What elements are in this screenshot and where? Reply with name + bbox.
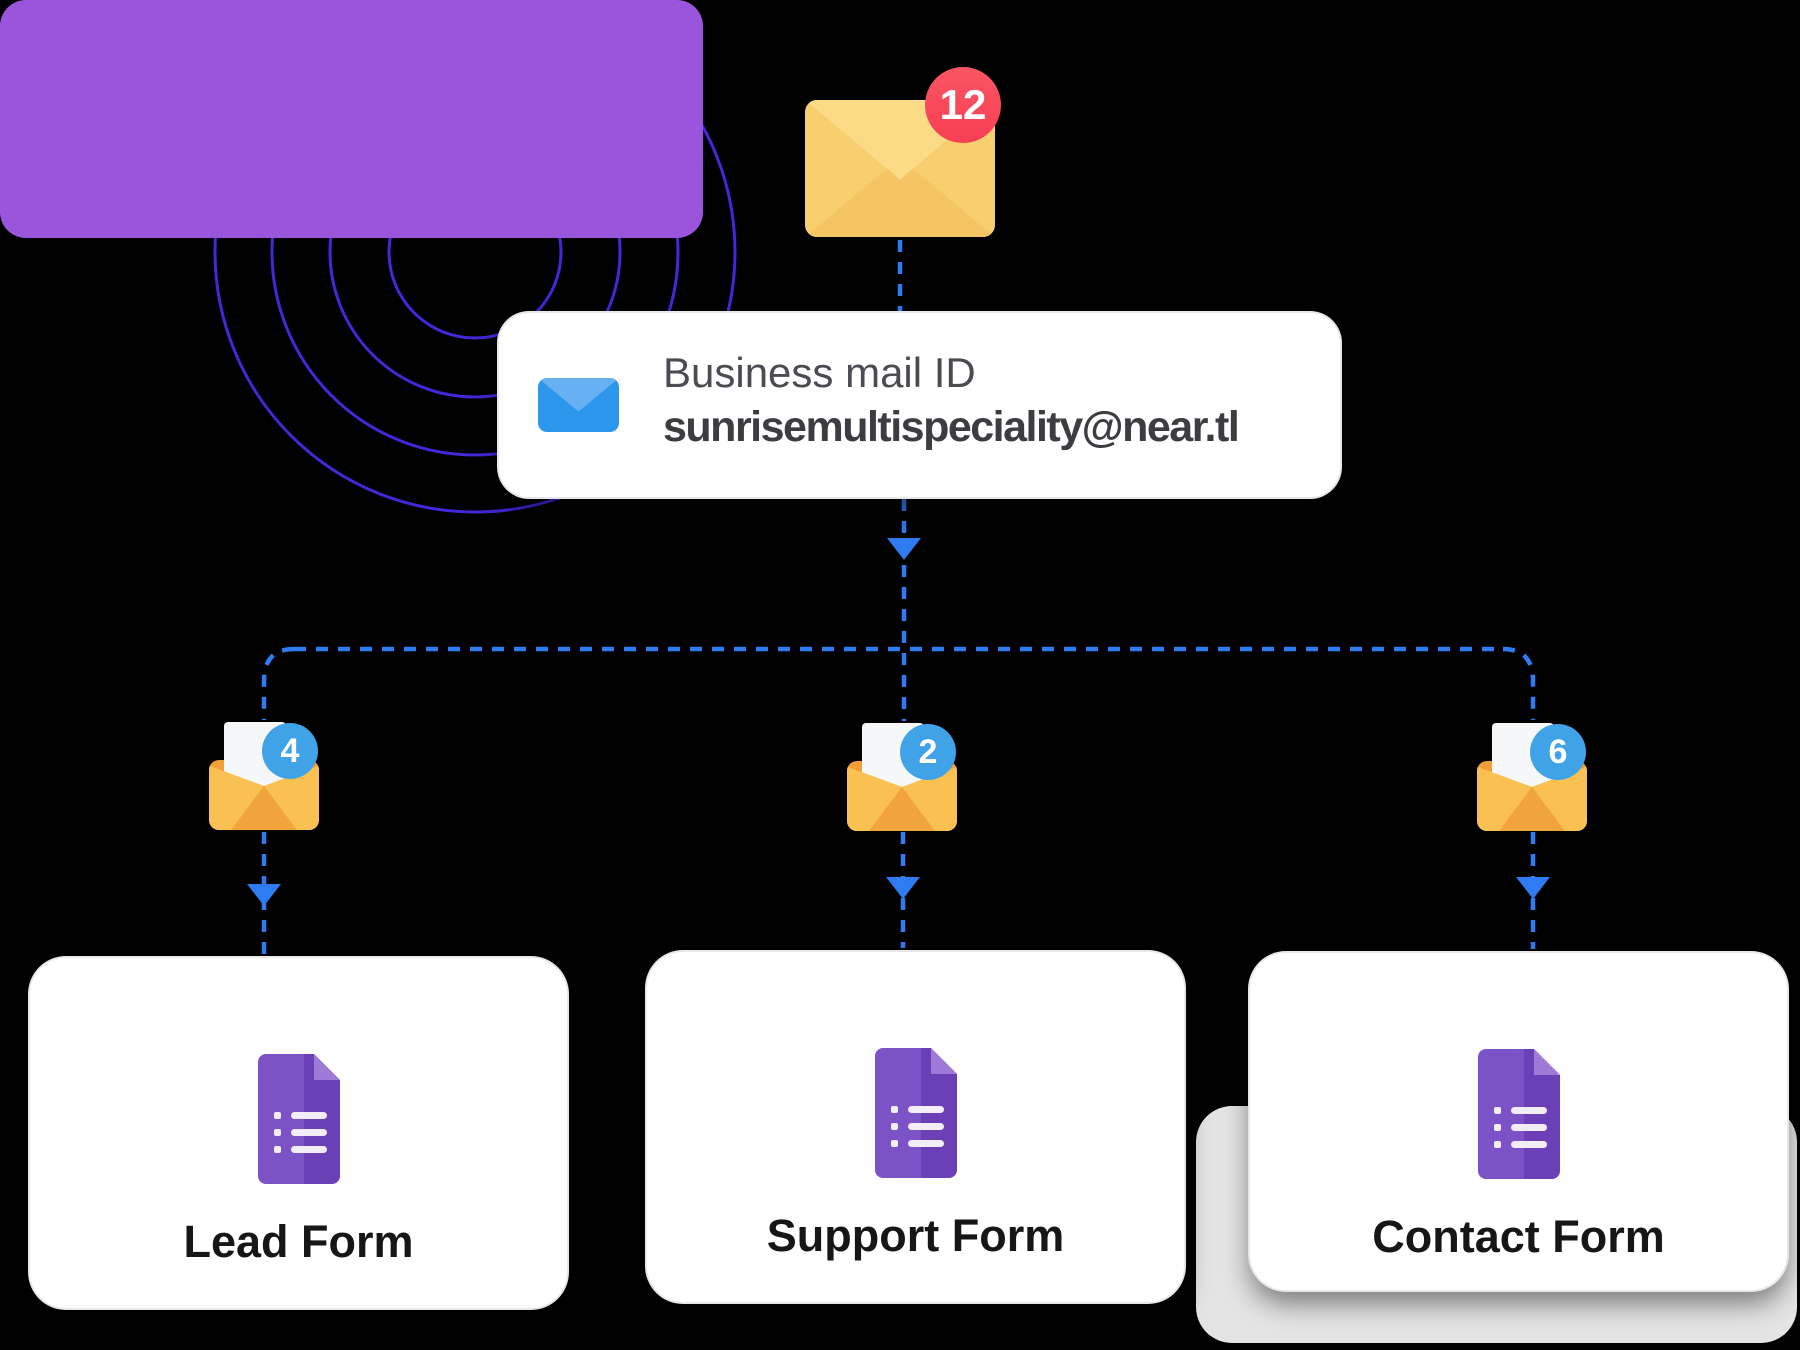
count-value: 4 xyxy=(280,731,300,770)
arrow-down-icon xyxy=(247,884,281,906)
support-form-card: Support Form xyxy=(647,952,1184,1302)
open-envelope-support: 2 xyxy=(847,723,957,831)
open-envelope-contact: 6 xyxy=(1477,723,1587,831)
mail-card-label: Business mail ID xyxy=(663,349,976,396)
notification-count: 12 xyxy=(939,81,987,128)
purple-panel xyxy=(0,0,703,238)
google-forms-icon xyxy=(875,1048,957,1178)
count-badge: 6 xyxy=(1530,724,1586,780)
count-badge: 2 xyxy=(900,724,956,780)
count-badge: 4 xyxy=(262,723,318,779)
google-forms-icon xyxy=(1478,1049,1560,1179)
mail-icon-flap xyxy=(538,378,619,412)
form-card-label: Support Form xyxy=(766,1210,1065,1261)
lead-form-card: Lead Form xyxy=(30,958,567,1308)
arrow-down-icon xyxy=(887,538,921,560)
dashed-connector-lines xyxy=(261,240,1536,954)
page-fold xyxy=(931,1048,957,1074)
form-card-label: Contact Form xyxy=(1372,1211,1665,1262)
page-fold xyxy=(1534,1049,1560,1075)
form-card-label: Lead Form xyxy=(183,1216,414,1267)
count-value: 2 xyxy=(918,732,938,771)
mail-icon xyxy=(538,378,619,432)
contact-form-card: Contact Form xyxy=(1250,953,1787,1290)
page-fold xyxy=(314,1054,340,1080)
open-envelope-lead: 4 xyxy=(209,722,319,830)
inbox-envelope: 12 xyxy=(805,67,1001,237)
envelope-pocket xyxy=(847,761,957,831)
google-forms-icon xyxy=(258,1054,340,1184)
count-value: 6 xyxy=(1548,732,1568,771)
business-mail-card: Business mail ID sunrisemultispeciality@… xyxy=(499,313,1340,497)
arrow-down-icon xyxy=(1516,877,1550,899)
notification-badge: 12 xyxy=(925,67,1001,143)
mail-card-email: sunrisemultispeciality@near.tl xyxy=(663,403,1240,451)
arrowhead-icons xyxy=(247,538,1550,906)
arrow-down-icon xyxy=(886,877,920,899)
